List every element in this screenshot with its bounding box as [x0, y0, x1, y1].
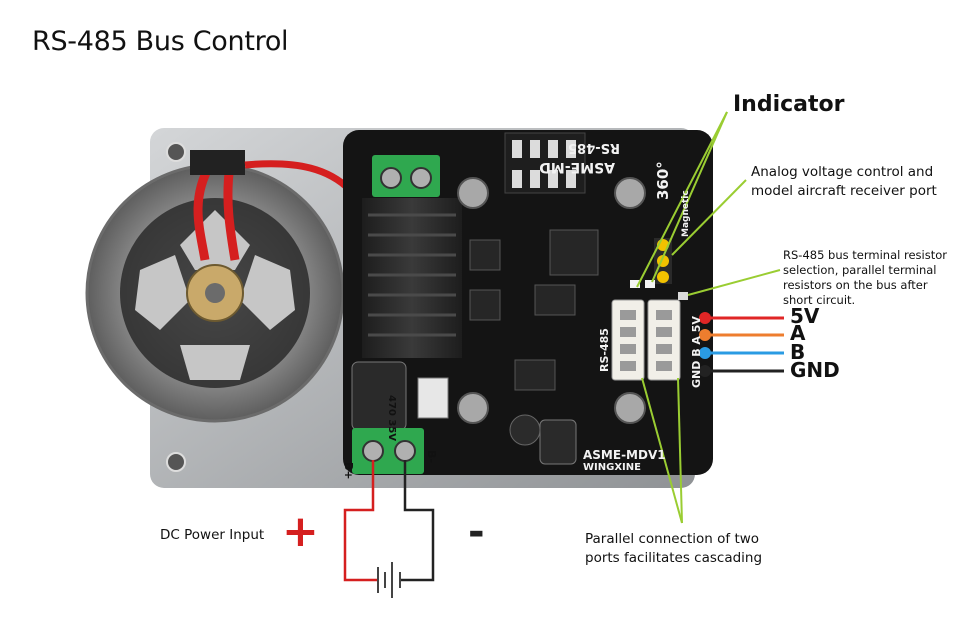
mosfet-chip — [469, 239, 501, 271]
callout-line: resistors on the bus after — [783, 278, 928, 292]
negative-sign: - — [468, 509, 485, 555]
silkscreen-text: WINGXINE — [583, 462, 641, 473]
callout-lines — [636, 111, 781, 524]
silkscreen: RS-485 ASME-MD 360° Magnetic GND B A 5V … — [342, 140, 703, 480]
silkscreen-text: Magnetic — [681, 190, 691, 237]
positive-sign: + — [282, 506, 319, 557]
callout-line: short circuit. — [783, 293, 856, 307]
shunt-resistor — [417, 377, 449, 419]
terminal-screw — [394, 440, 416, 462]
terminal-resistor-callout: RS-485 bus terminal resistor selection, … — [783, 248, 959, 308]
inductor — [509, 414, 541, 446]
driver-chip — [534, 284, 576, 316]
pin-label-b: B — [790, 340, 806, 364]
transceiver-chip — [514, 359, 556, 391]
motor-wire-red — [223, 164, 240, 261]
board-screw — [614, 392, 646, 424]
housing-screw — [166, 452, 186, 472]
callout-line: Parallel connection of two — [585, 531, 760, 547]
motor-bracket — [135, 255, 190, 330]
terminal-screw — [362, 440, 384, 462]
motor-shaft — [205, 283, 225, 303]
heatsink — [362, 198, 462, 358]
silkscreen-text: RS-485 — [598, 328, 611, 372]
terminal-screw — [410, 167, 432, 189]
callout-line: Analog voltage control and — [751, 164, 934, 180]
housing-screw — [166, 142, 186, 162]
port-pins — [620, 310, 672, 371]
indicator-led — [630, 280, 640, 288]
board-screw — [614, 177, 646, 209]
dc-power-label: DC Power Input — [160, 527, 265, 543]
analog-port-callout: Analog voltage control and model aircraf… — [751, 163, 956, 201]
callout-line: model aircraft receiver port — [751, 183, 937, 199]
heatsink-fins — [368, 213, 456, 337]
silkscreen-text: RS-485 — [568, 140, 620, 155]
battery-symbol — [377, 562, 401, 598]
pin-label-5v: 5V — [790, 304, 820, 328]
microcontroller-chip — [549, 229, 599, 276]
power-wires — [343, 460, 435, 582]
callout-line: RS-485 bus terminal resistor — [783, 248, 947, 262]
callout-line: selection, parallel terminal — [783, 263, 937, 277]
silkscreen-text: ASME-MD — [539, 159, 615, 175]
silkscreen-text: B+ — [342, 462, 355, 480]
indicator-callout: Indicator — [733, 92, 845, 117]
terminal-resistor-jumper — [678, 292, 688, 300]
callout-line: ports facilitates cascading — [585, 550, 763, 566]
board-screw — [457, 177, 489, 209]
terminal-screw — [380, 167, 402, 189]
dip-switch-levers — [512, 140, 576, 188]
pin-wires — [699, 312, 784, 377]
pin-label-gnd: GND — [790, 358, 840, 382]
silkscreen-text: B- — [425, 450, 438, 463]
small-capacitor — [539, 419, 577, 465]
pin-label-a: A — [790, 321, 806, 345]
silkscreen-text: 360° — [654, 161, 672, 200]
mosfet-chip — [469, 289, 501, 321]
parallel-port-callout: Parallel connection of two ports facilit… — [585, 530, 785, 568]
board-screw — [457, 392, 489, 424]
motor-connector — [190, 150, 245, 175]
silkscreen-text: GND B A 5V — [690, 316, 703, 388]
silkscreen-text: ASME-MDV1 — [583, 448, 666, 462]
motor-bracket — [240, 255, 295, 330]
page-title: RS-485 Bus Control — [32, 26, 289, 57]
motor-bracket — [180, 345, 250, 380]
silkscreen-text: 470 35V — [386, 395, 397, 441]
indicator-led — [645, 280, 655, 288]
motor-wire-red — [193, 162, 214, 261]
